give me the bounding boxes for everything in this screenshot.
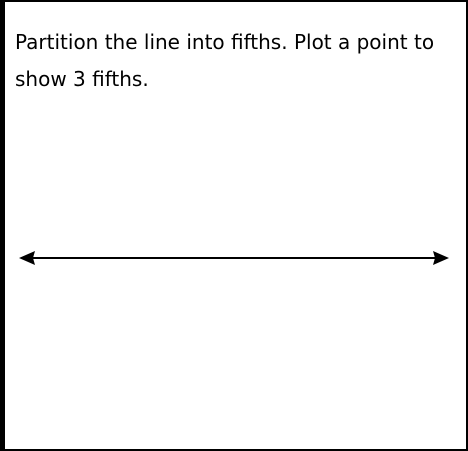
problem-prompt: Partition the line into fifths. Plot a p… [15,30,435,91]
